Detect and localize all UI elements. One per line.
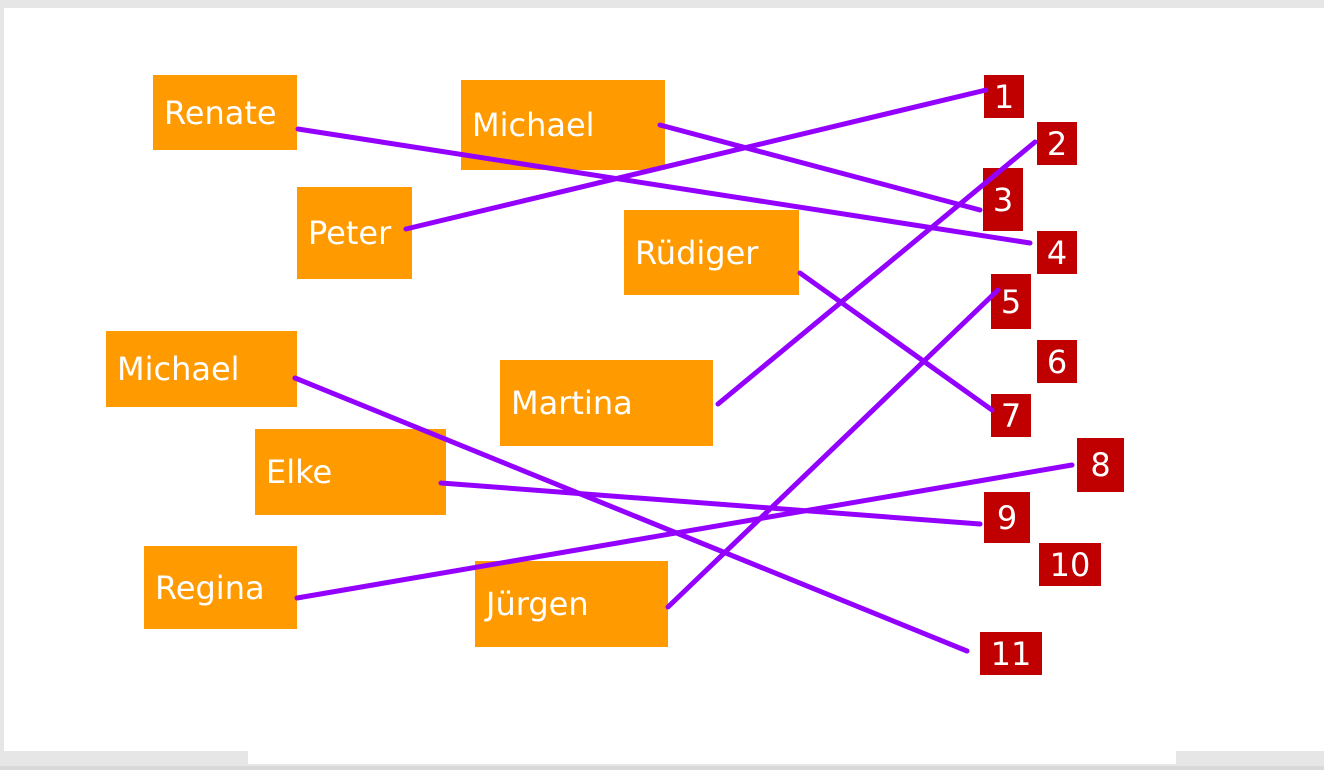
number-box-9[interactable]: 9 [984, 492, 1030, 543]
name-box-regina[interactable]: Regina [144, 546, 297, 629]
slide-bottom-panel [248, 751, 1176, 764]
name-label: Elke [266, 453, 333, 491]
name-label: Jürgen [486, 585, 589, 623]
number-box-7[interactable]: 7 [991, 394, 1031, 437]
number-box-6[interactable]: 6 [1037, 340, 1077, 383]
name-label: Renate [164, 93, 277, 132]
name-label: Martina [511, 384, 633, 422]
number-label: 1 [993, 77, 1015, 116]
name-box-juergen[interactable]: Jürgen [475, 561, 668, 647]
number-box-10[interactable]: 10 [1039, 543, 1101, 586]
number-label: 6 [1046, 342, 1068, 381]
number-label: 3 [992, 180, 1014, 219]
number-label: 2 [1046, 124, 1068, 163]
number-label: 8 [1090, 446, 1111, 484]
name-box-martina[interactable]: Martina [500, 360, 713, 446]
number-label: 11 [990, 634, 1032, 673]
name-label: Michael [117, 350, 240, 388]
number-box-4[interactable]: 4 [1037, 231, 1077, 274]
name-box-michael-left[interactable]: Michael [106, 331, 297, 407]
number-box-5[interactable]: 5 [991, 274, 1031, 329]
name-box-peter[interactable]: Peter [297, 187, 412, 279]
number-box-3[interactable]: 3 [983, 168, 1023, 231]
name-box-michael-top[interactable]: Michael [461, 80, 665, 170]
name-label: Michael [472, 106, 595, 144]
name-box-elke[interactable]: Elke [255, 429, 446, 515]
bottom-scroll-strip [0, 766, 1324, 770]
name-box-renate[interactable]: Renate [153, 75, 297, 150]
number-label: 4 [1046, 233, 1068, 272]
name-label: Regina [155, 568, 265, 607]
name-box-ruediger[interactable]: Rüdiger [624, 210, 799, 295]
number-box-1[interactable]: 1 [984, 75, 1024, 118]
number-label: 5 [1000, 282, 1022, 321]
number-box-8[interactable]: 8 [1077, 438, 1124, 492]
number-label: 9 [996, 498, 1018, 537]
number-label: 10 [1049, 545, 1091, 584]
number-label: 7 [1000, 396, 1022, 435]
name-label: Rüdiger [635, 233, 759, 272]
number-box-11[interactable]: 11 [980, 632, 1042, 675]
name-label: Peter [308, 214, 392, 252]
number-box-2[interactable]: 2 [1037, 122, 1077, 165]
